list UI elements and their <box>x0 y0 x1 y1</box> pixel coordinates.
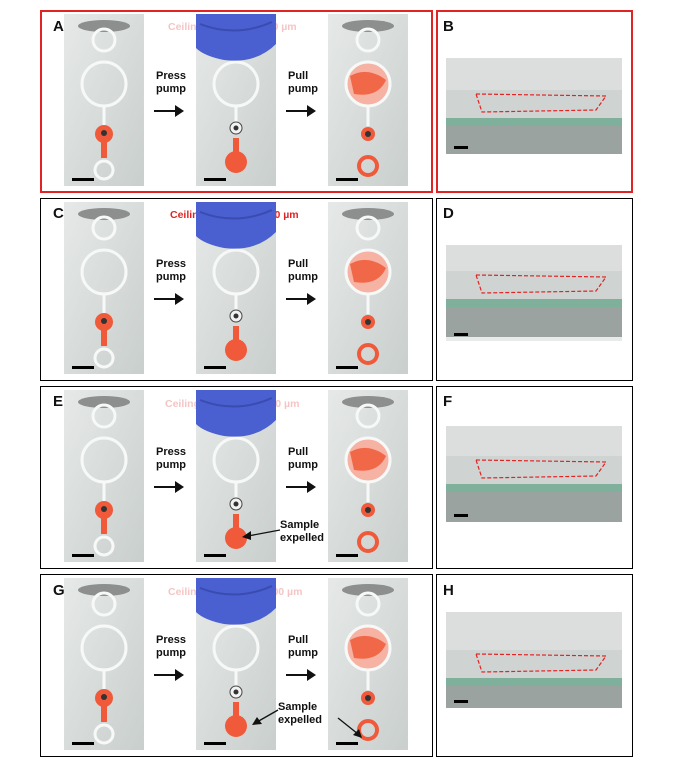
cross-section-photo-row1 <box>446 58 622 154</box>
device-photo-row1-step1 <box>64 14 144 186</box>
panel-d <box>436 198 633 381</box>
device-photo-row2-step1 <box>64 202 144 374</box>
panel-label-a: A <box>53 18 64 35</box>
device-photo-row2-step3 <box>328 202 408 374</box>
expelled-arrow-g-right <box>337 717 362 738</box>
cross-section-photo-row4 <box>446 612 622 708</box>
panel-f <box>436 386 633 569</box>
panel-label-d: D <box>443 205 454 222</box>
expelled-word-2-g: expelled <box>278 714 323 726</box>
panel-label-e: E <box>53 393 64 410</box>
panel-e <box>40 386 433 569</box>
panel-a <box>40 10 433 193</box>
panel-b <box>436 10 633 193</box>
device-photo-row4-step2 <box>196 578 276 750</box>
device-photo-row2-step2 <box>196 202 276 374</box>
press-arrow-row3 <box>154 481 184 493</box>
panel-label-c: C <box>53 205 64 222</box>
device-photo-row4-step1 <box>64 578 144 750</box>
panel-g <box>40 574 433 757</box>
expelled-word-1: Sample <box>280 519 320 531</box>
panel-label-g: G <box>53 582 65 599</box>
device-photo-row3-step3 <box>328 390 408 562</box>
press-arrow-row4 <box>154 669 184 681</box>
device-photo-row1-step3 <box>328 14 408 186</box>
device-photo-row1-step2 <box>196 14 276 186</box>
sample-expelled-label-e: Sample expelled <box>280 519 324 545</box>
panel-label-f: F <box>443 393 453 410</box>
panel-label-h: H <box>443 582 454 599</box>
pull-arrow-row1 <box>286 105 316 117</box>
panel-h <box>436 574 633 757</box>
press-arrow-row2 <box>154 293 184 305</box>
expelled-arrow-e <box>242 529 281 540</box>
panel-label-b: B <box>443 18 454 35</box>
cross-section-photo-row3 <box>446 426 622 522</box>
expelled-word-1-g: Sample <box>278 701 318 713</box>
expelled-arrow-g-left <box>252 709 279 725</box>
device-photo-row3-step1 <box>64 390 144 562</box>
press-arrow-row1 <box>154 105 184 117</box>
expelled-word-2: expelled <box>280 532 325 544</box>
pull-arrow-row2 <box>286 293 316 305</box>
sample-expelled-label-g: Sample expelled <box>278 701 322 727</box>
cross-section-photo-row2 <box>446 245 622 341</box>
pull-arrow-row4 <box>286 669 316 681</box>
panel-c <box>40 198 433 381</box>
pull-arrow-row3 <box>286 481 316 493</box>
